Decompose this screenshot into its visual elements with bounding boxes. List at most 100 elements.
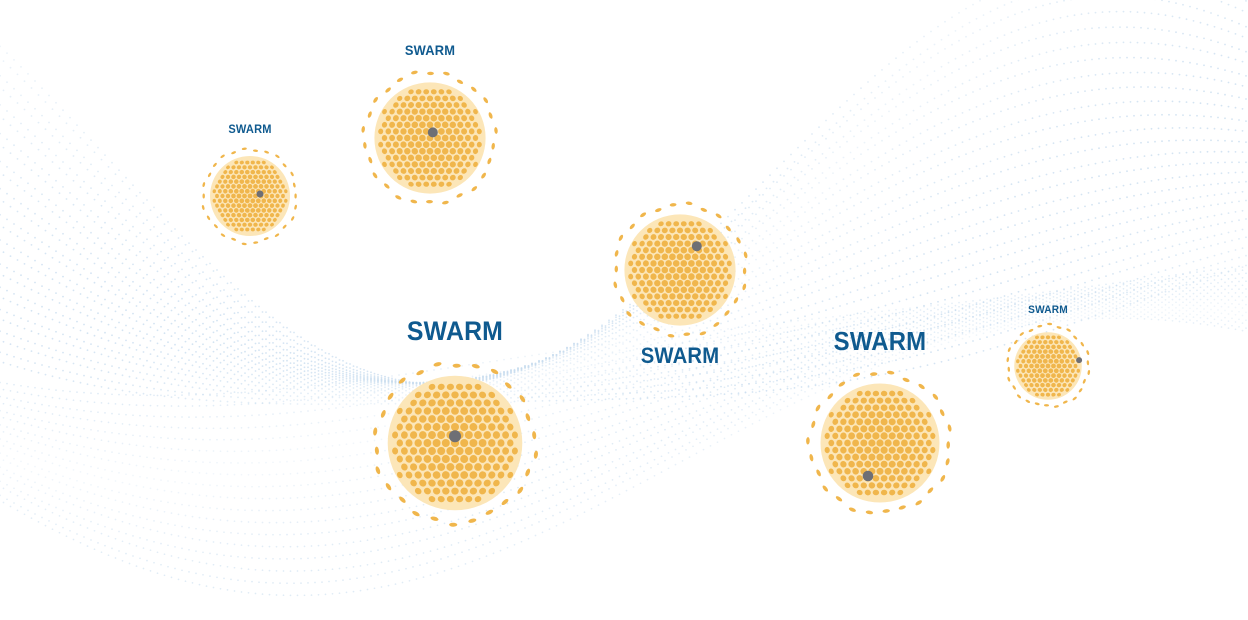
swarm-cell [848,418,855,426]
swarm-cell [646,266,653,274]
swarm-fragment [220,154,225,159]
swarm-cell [407,115,415,122]
swarm-fragment [380,410,386,418]
swarm-cell [688,273,695,280]
swarm-cell [497,407,505,415]
swarm-cell [217,189,222,194]
swarm-fragment [282,224,287,229]
swarm-cell [665,299,672,307]
swarm-cell [411,174,418,181]
swarm-fragment [384,183,390,189]
swarm-cell [479,391,487,399]
swarm-cell [1024,344,1028,349]
swarm-fragment [412,510,420,517]
swarm-cell [245,217,250,223]
swarm-fragment [1066,328,1071,332]
swarm-cell [860,453,868,461]
swarm-cell [852,453,860,461]
swarm-fragment [525,468,531,477]
swarm-cell [430,167,437,175]
swarm-cell [852,411,859,418]
swarm-cell [242,203,247,208]
swarm-fragment [490,368,499,375]
swarm-cell [1032,349,1037,354]
swarm-cell [852,397,859,404]
swarm-cell [244,208,250,213]
swarm-cell [502,431,510,439]
swarm-cell [407,128,415,135]
swarm-cell [884,453,892,461]
swarm-cell [1034,344,1040,350]
swarm-cell [392,154,399,161]
swarm-cell [445,102,453,108]
swarm-cell [441,439,450,447]
swarm-cell [445,115,453,122]
swarm-cell [507,407,514,415]
swarm-core-dot [256,190,264,198]
swarm-cell [925,439,932,447]
swarm-cell [381,121,388,128]
swarm-fragment [947,424,952,432]
swarm-cell [234,160,239,165]
swarm-cell [411,121,419,129]
swarm-cell [426,161,434,168]
swarm-fragment [939,409,945,417]
swarm-cell [267,170,272,175]
swarm-cell [437,479,445,487]
swarm-cell [1059,340,1064,345]
swarm-cell [261,169,266,175]
swarm-cell [250,160,255,165]
swarm-cell [449,108,456,115]
swarm-cell [711,260,718,267]
swarm-cell [400,141,407,148]
swarm-fragment [517,486,524,494]
swarm-cell [226,222,230,227]
swarm-cell [856,489,863,496]
swarm-cell [643,234,649,240]
swarm-cell [419,174,426,181]
swarm-cell [511,447,518,455]
swarm-cell [917,411,924,418]
swarm-cell [253,212,258,218]
swarm-cell [926,411,932,418]
swarm-cell [848,432,856,440]
swarm-cell [1065,340,1070,344]
swarm-cell [419,121,426,129]
swarm-cell [400,168,407,174]
swarm-cell [239,160,244,165]
swarm-cell [469,407,478,415]
swarm-label: SWARM [833,326,927,356]
swarm-cell [864,489,871,496]
swarm-cell [278,198,283,203]
swarm-cell [1037,387,1042,392]
swarm-cell [407,154,415,161]
swarm-fragment [1053,405,1059,408]
swarm-fragment [368,156,373,164]
swarm-cell [469,391,478,399]
swarm-cell [864,390,871,397]
swarm-cell [1057,392,1061,397]
swarm-cell [840,475,847,482]
swarm-cell [1057,335,1061,340]
swarm-fragment [411,70,418,75]
swarm-cell [400,154,407,161]
swarm-cell [281,203,285,208]
swarm-cell [900,453,908,461]
swarm-cell [278,189,283,194]
swarm-cell [415,101,422,109]
swarm-cell [220,184,225,189]
swarm-cell [856,404,863,411]
swarm-cell [889,390,896,397]
swarm-fragment [1078,388,1083,393]
swarm-cell [408,89,414,95]
swarm-fragment [263,237,269,241]
swarm-cell [669,293,676,300]
swarm-cell [665,313,672,319]
swarm-cell [672,273,680,280]
swarm-cell [900,425,908,433]
swarm-cell [438,101,445,109]
swarm-cell [1045,382,1051,388]
swarm-cell [423,181,430,187]
swarm-fragment [532,431,537,440]
swarm-cell [1021,359,1026,364]
